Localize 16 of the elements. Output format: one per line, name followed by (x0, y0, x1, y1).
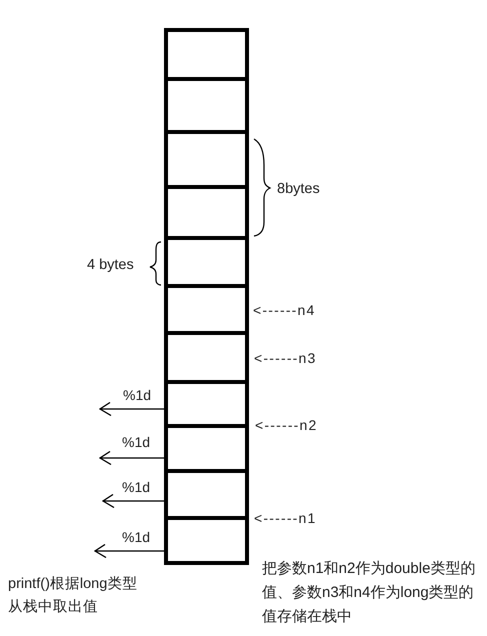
note-text: 把参数n1和n2作为double类型的值、参数n3和n4作为long类型的值存储在栈中 (262, 559, 476, 627)
pointer-label: <------n4 (253, 302, 316, 318)
edge-label: %1d (123, 387, 152, 404)
pointer-label: <------n3 (254, 350, 317, 366)
edge-label: %1d (122, 434, 150, 450)
pointer-label: <------n1 (254, 510, 317, 526)
size-label: 4 bytes (87, 257, 134, 274)
edge-label: %1d (122, 479, 150, 496)
arrow (99, 402, 164, 416)
arrow (99, 450, 164, 466)
arrow (94, 544, 164, 558)
edge-label: %1d (122, 529, 150, 546)
pointer-label: <------n2 (255, 417, 318, 434)
arrow (102, 494, 164, 508)
size-label: 8bytes (277, 181, 320, 198)
note-text: printf()根据long类型从栈中取出值 (8, 575, 138, 617)
